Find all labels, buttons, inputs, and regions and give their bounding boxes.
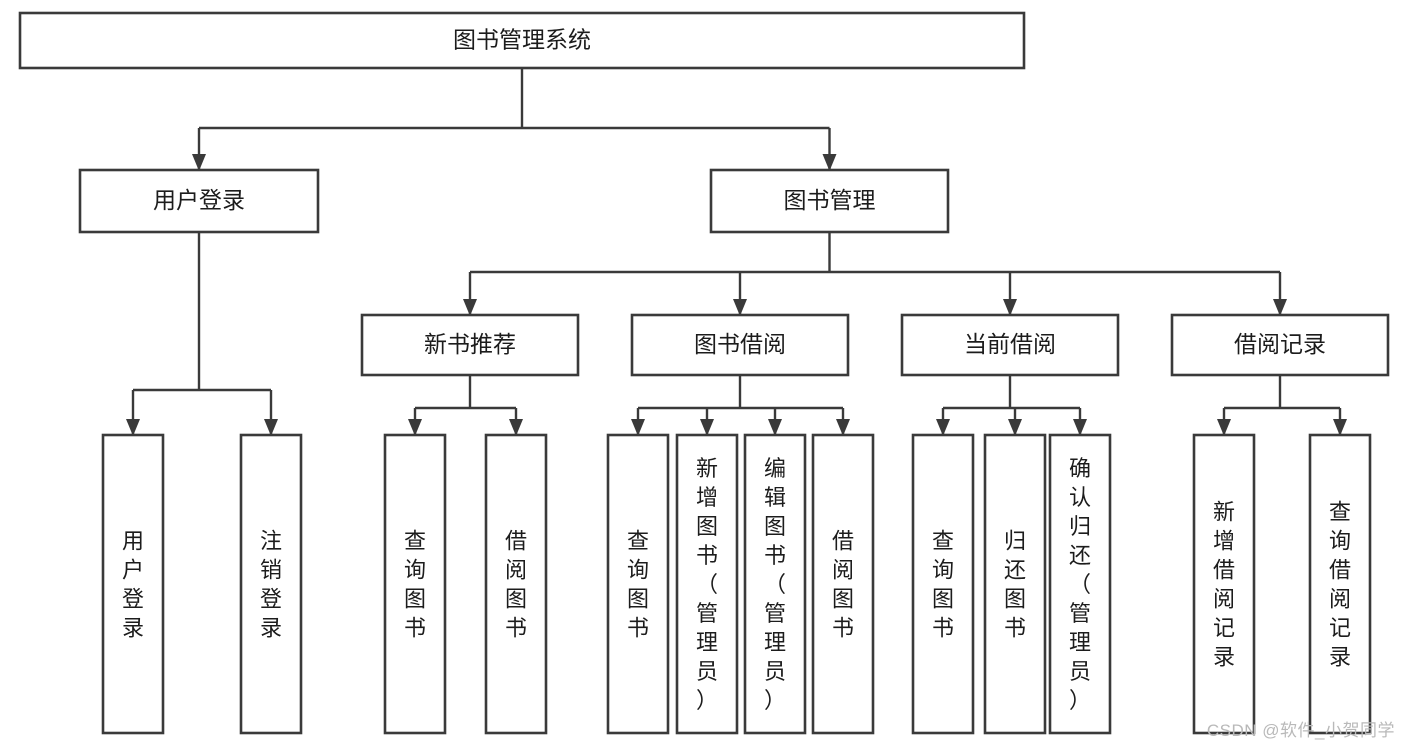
node-leaf-edit-book-label: 编辑图书（管理员） [764, 456, 786, 713]
node-new-book-recommend-label: 新书推荐 [424, 331, 516, 357]
node-leaf-add-record-label: 新增借阅记录 [1213, 500, 1235, 670]
node-leaf-add-book[interactable]: 新增图书（管理员） [675, 433, 739, 735]
node-leaf-borrow-book-2-label: 借阅图书 [832, 529, 854, 641]
node-boxes-group: 图书管理系统用户登录图书管理新书推荐图书借阅当前借阅借阅记录用户登录注销登录查询… [18, 11, 1390, 735]
node-leaf-query-book-2-label: 查询图书 [627, 529, 649, 641]
arrow-heads-group [126, 154, 1347, 436]
arrow-head-icon [1273, 299, 1287, 316]
node-user-login[interactable]: 用户登录 [78, 168, 320, 234]
node-leaf-query-book-1-label: 查询图书 [404, 529, 426, 641]
node-leaf-query-record-box[interactable] [1308, 433, 1372, 735]
node-leaf-return-book[interactable]: 归还图书 [983, 433, 1047, 735]
arrow-head-icon [1073, 419, 1087, 436]
node-leaf-user-login[interactable]: 用户登录 [101, 433, 165, 735]
arrow-head-icon [264, 419, 278, 436]
node-root-system[interactable]: 图书管理系统 [18, 11, 1026, 70]
node-leaf-query-book-3-label: 查询图书 [932, 529, 954, 641]
arrow-head-icon [1008, 419, 1022, 436]
node-leaf-query-book-2-box[interactable] [606, 433, 670, 735]
node-root-system-label: 图书管理系统 [453, 27, 591, 53]
node-leaf-confirm-return-label: 确认归还（管理员） [1069, 456, 1091, 713]
node-leaf-borrow-book-1-label: 借阅图书 [505, 529, 527, 641]
node-borrow-record-box[interactable] [1170, 313, 1390, 377]
arrow-head-icon [700, 419, 714, 436]
arrow-head-icon [836, 419, 850, 436]
arrow-head-icon [631, 419, 645, 436]
node-borrow-record-label: 借阅记录 [1234, 331, 1326, 357]
connector-lines-group [131, 68, 1342, 435]
node-current-borrow-box[interactable] [900, 313, 1120, 377]
node-user-login-box[interactable] [78, 168, 320, 234]
node-book-borrow-box[interactable] [630, 313, 850, 377]
node-leaf-borrow-book-1[interactable]: 借阅图书 [484, 433, 548, 735]
node-leaf-borrow-book-2[interactable]: 借阅图书 [811, 433, 875, 735]
node-book-borrow-label: 图书借阅 [694, 331, 786, 357]
node-new-book-recommend-box[interactable] [360, 313, 580, 377]
node-borrow-record[interactable]: 借阅记录 [1170, 313, 1390, 377]
arrow-head-icon [126, 419, 140, 436]
arrow-head-icon [509, 419, 523, 436]
node-root-system-box[interactable] [18, 11, 1026, 70]
arrow-head-icon [822, 154, 837, 171]
node-leaf-return-book-label: 归还图书 [1004, 529, 1026, 641]
node-leaf-user-login-box[interactable] [101, 433, 165, 735]
node-leaf-edit-book-box[interactable] [743, 433, 807, 735]
node-leaf-user-logout-label: 注销登录 [260, 529, 282, 641]
node-leaf-confirm-return-box[interactable] [1048, 433, 1112, 735]
node-leaf-query-book-3-box[interactable] [911, 433, 975, 735]
node-book-manage[interactable]: 图书管理 [709, 168, 950, 234]
node-leaf-query-book-1[interactable]: 查询图书 [383, 433, 447, 735]
node-leaf-query-book-2[interactable]: 查询图书 [606, 433, 670, 735]
node-leaf-borrow-book-1-box[interactable] [484, 433, 548, 735]
node-leaf-query-book-3[interactable]: 查询图书 [911, 433, 975, 735]
node-leaf-user-login-label: 用户登录 [122, 529, 144, 641]
node-user-login-label: 用户登录 [153, 187, 245, 213]
node-book-manage-box[interactable] [709, 168, 950, 234]
node-leaf-query-book-1-box[interactable] [383, 433, 447, 735]
node-leaf-add-record[interactable]: 新增借阅记录 [1192, 433, 1256, 735]
arrow-head-icon [408, 419, 422, 436]
node-leaf-return-book-box[interactable] [983, 433, 1047, 735]
node-leaf-add-book-label: 新增图书（管理员） [696, 456, 718, 713]
arrow-head-icon [733, 299, 747, 316]
arrow-head-icon [1217, 419, 1231, 436]
node-current-borrow[interactable]: 当前借阅 [900, 313, 1120, 377]
node-current-borrow-label: 当前借阅 [964, 331, 1056, 357]
node-leaf-borrow-book-2-box[interactable] [811, 433, 875, 735]
arrow-head-icon [768, 419, 782, 436]
arrow-head-icon [463, 299, 477, 316]
node-leaf-confirm-return[interactable]: 确认归还（管理员） [1048, 433, 1112, 735]
node-leaf-user-logout[interactable]: 注销登录 [239, 433, 303, 735]
arrow-head-icon [936, 419, 950, 436]
node-leaf-query-record[interactable]: 查询借阅记录 [1308, 433, 1372, 735]
node-leaf-edit-book[interactable]: 编辑图书（管理员） [743, 433, 807, 735]
node-book-manage-label: 图书管理 [784, 187, 876, 213]
arrow-head-icon [192, 154, 206, 171]
node-book-borrow[interactable]: 图书借阅 [630, 313, 850, 377]
arrow-head-icon [1333, 419, 1347, 436]
node-leaf-query-record-label: 查询借阅记录 [1329, 500, 1351, 670]
node-new-book-recommend[interactable]: 新书推荐 [360, 313, 580, 377]
node-leaf-add-book-box[interactable] [675, 433, 739, 735]
arrow-head-icon [1003, 299, 1017, 316]
csdn-watermark: CSDN @软件_小贺同学 [1206, 721, 1395, 740]
node-leaf-add-record-box[interactable] [1192, 433, 1256, 735]
node-leaf-user-logout-box[interactable] [239, 433, 303, 735]
